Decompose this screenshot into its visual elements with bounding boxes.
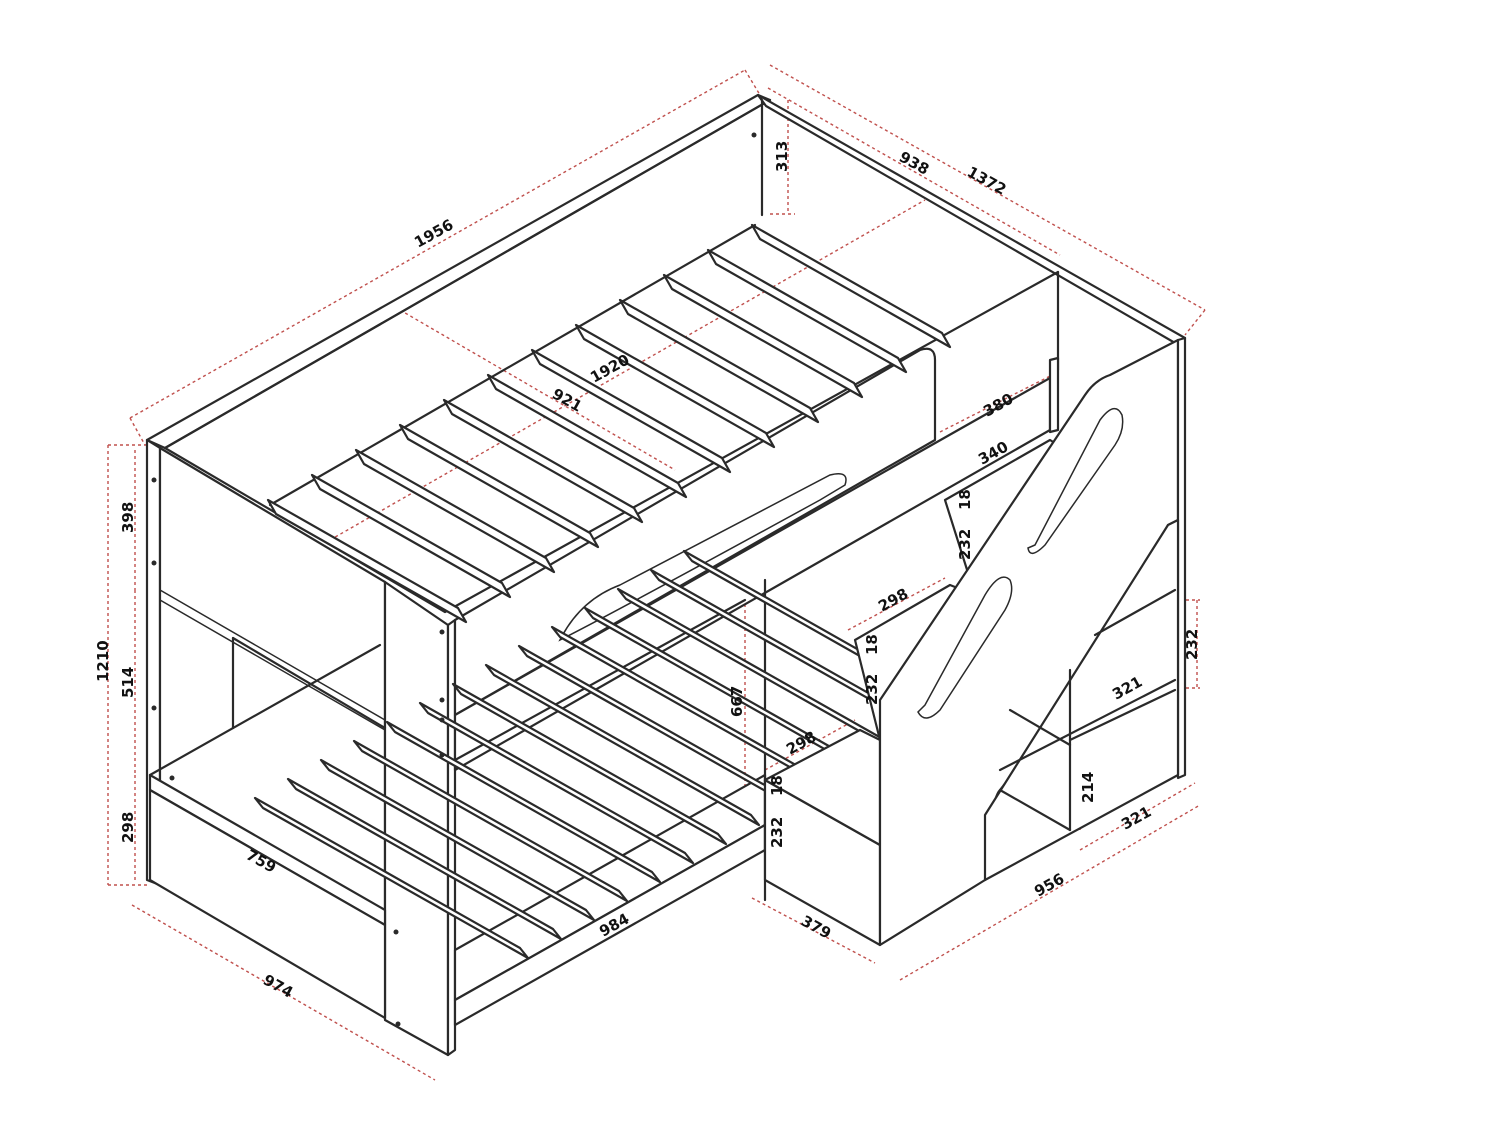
dim-step-rise-3: 232: [768, 817, 786, 848]
dim-headboard-height: 313: [773, 141, 791, 172]
slat: [253, 796, 530, 960]
dim-shelf-rise-1: 232: [1183, 629, 1201, 660]
dim-bed-clearance: 667: [728, 686, 746, 717]
slat: [319, 758, 596, 922]
hardware-dots: [151, 132, 757, 1027]
dim-upper-bed-width: 938: [896, 148, 932, 179]
dim-upper-section-height: 398: [119, 502, 137, 533]
dim-step-thickness-2: 18: [863, 634, 881, 655]
dim-shelf-depth-2: 321: [1118, 803, 1154, 834]
dim-lower-bed-width: 974: [260, 971, 296, 1002]
slat: [385, 720, 662, 884]
slat: [354, 448, 556, 574]
slat: [662, 273, 864, 399]
dim-step-rise-2: 232: [863, 674, 881, 705]
slat: [484, 663, 761, 827]
dim-overall-width: 1372: [964, 163, 1009, 199]
slat: [310, 473, 512, 599]
lower-slats: [253, 549, 959, 960]
dim-step-thickness-3: 18: [768, 775, 786, 796]
dim-stair-length: 956: [1031, 870, 1067, 901]
slat: [574, 323, 776, 449]
dim-step-rise-1: 232: [956, 529, 974, 560]
slat: [530, 348, 732, 474]
slat: [451, 682, 728, 846]
dim-overall-height: 1210: [94, 640, 112, 682]
dim-lower-section-height: 298: [119, 812, 137, 843]
dim-shelf-rise-2: 214: [1079, 772, 1097, 803]
slat: [398, 423, 600, 549]
slat: [286, 777, 563, 941]
dim-step-thickness-1: 18: [956, 489, 974, 510]
dim-mattress-length: 1920: [587, 351, 632, 387]
slat: [486, 373, 688, 499]
slat: [706, 248, 908, 374]
upper-slats: [266, 223, 952, 624]
dim-middle-section-height: 514: [119, 667, 137, 698]
slat: [418, 701, 695, 865]
slat: [352, 739, 629, 903]
slat: [442, 398, 644, 524]
staircase: [763, 336, 1187, 947]
slat: [750, 223, 952, 349]
slat: [266, 498, 468, 624]
slat: [618, 298, 820, 424]
